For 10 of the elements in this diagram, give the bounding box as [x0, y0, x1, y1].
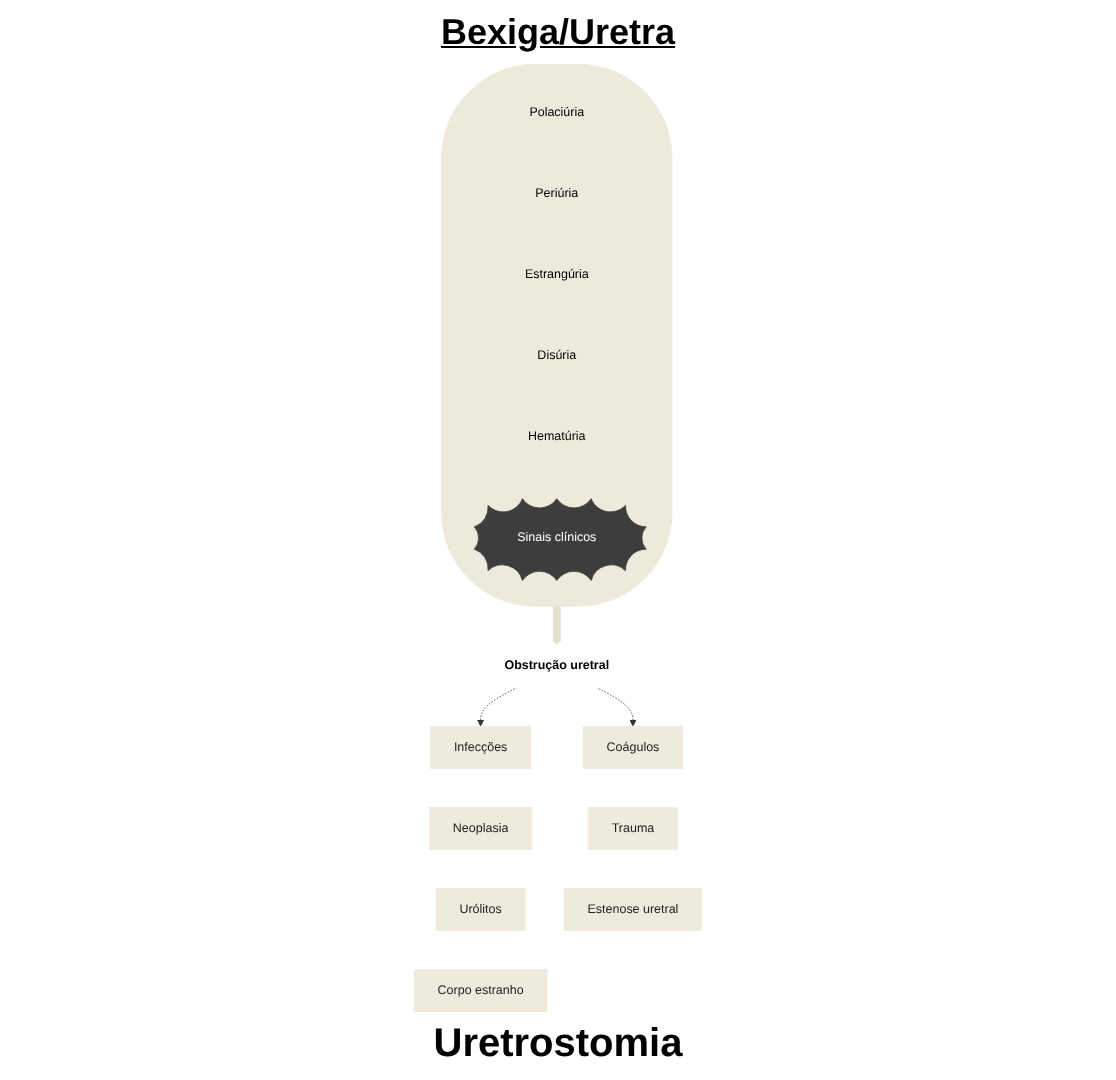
node-box [429, 807, 533, 850]
node-box [435, 888, 526, 932]
node-box [587, 807, 678, 850]
node-box [563, 888, 703, 932]
node-box [582, 725, 684, 769]
diagram-caption: Uretrostomia [433, 1022, 683, 1068]
node-box [413, 969, 548, 1013]
node-box [430, 725, 532, 769]
arrow [552, 605, 561, 646]
diagram-title: Bexiga/Uretra [440, 12, 676, 54]
